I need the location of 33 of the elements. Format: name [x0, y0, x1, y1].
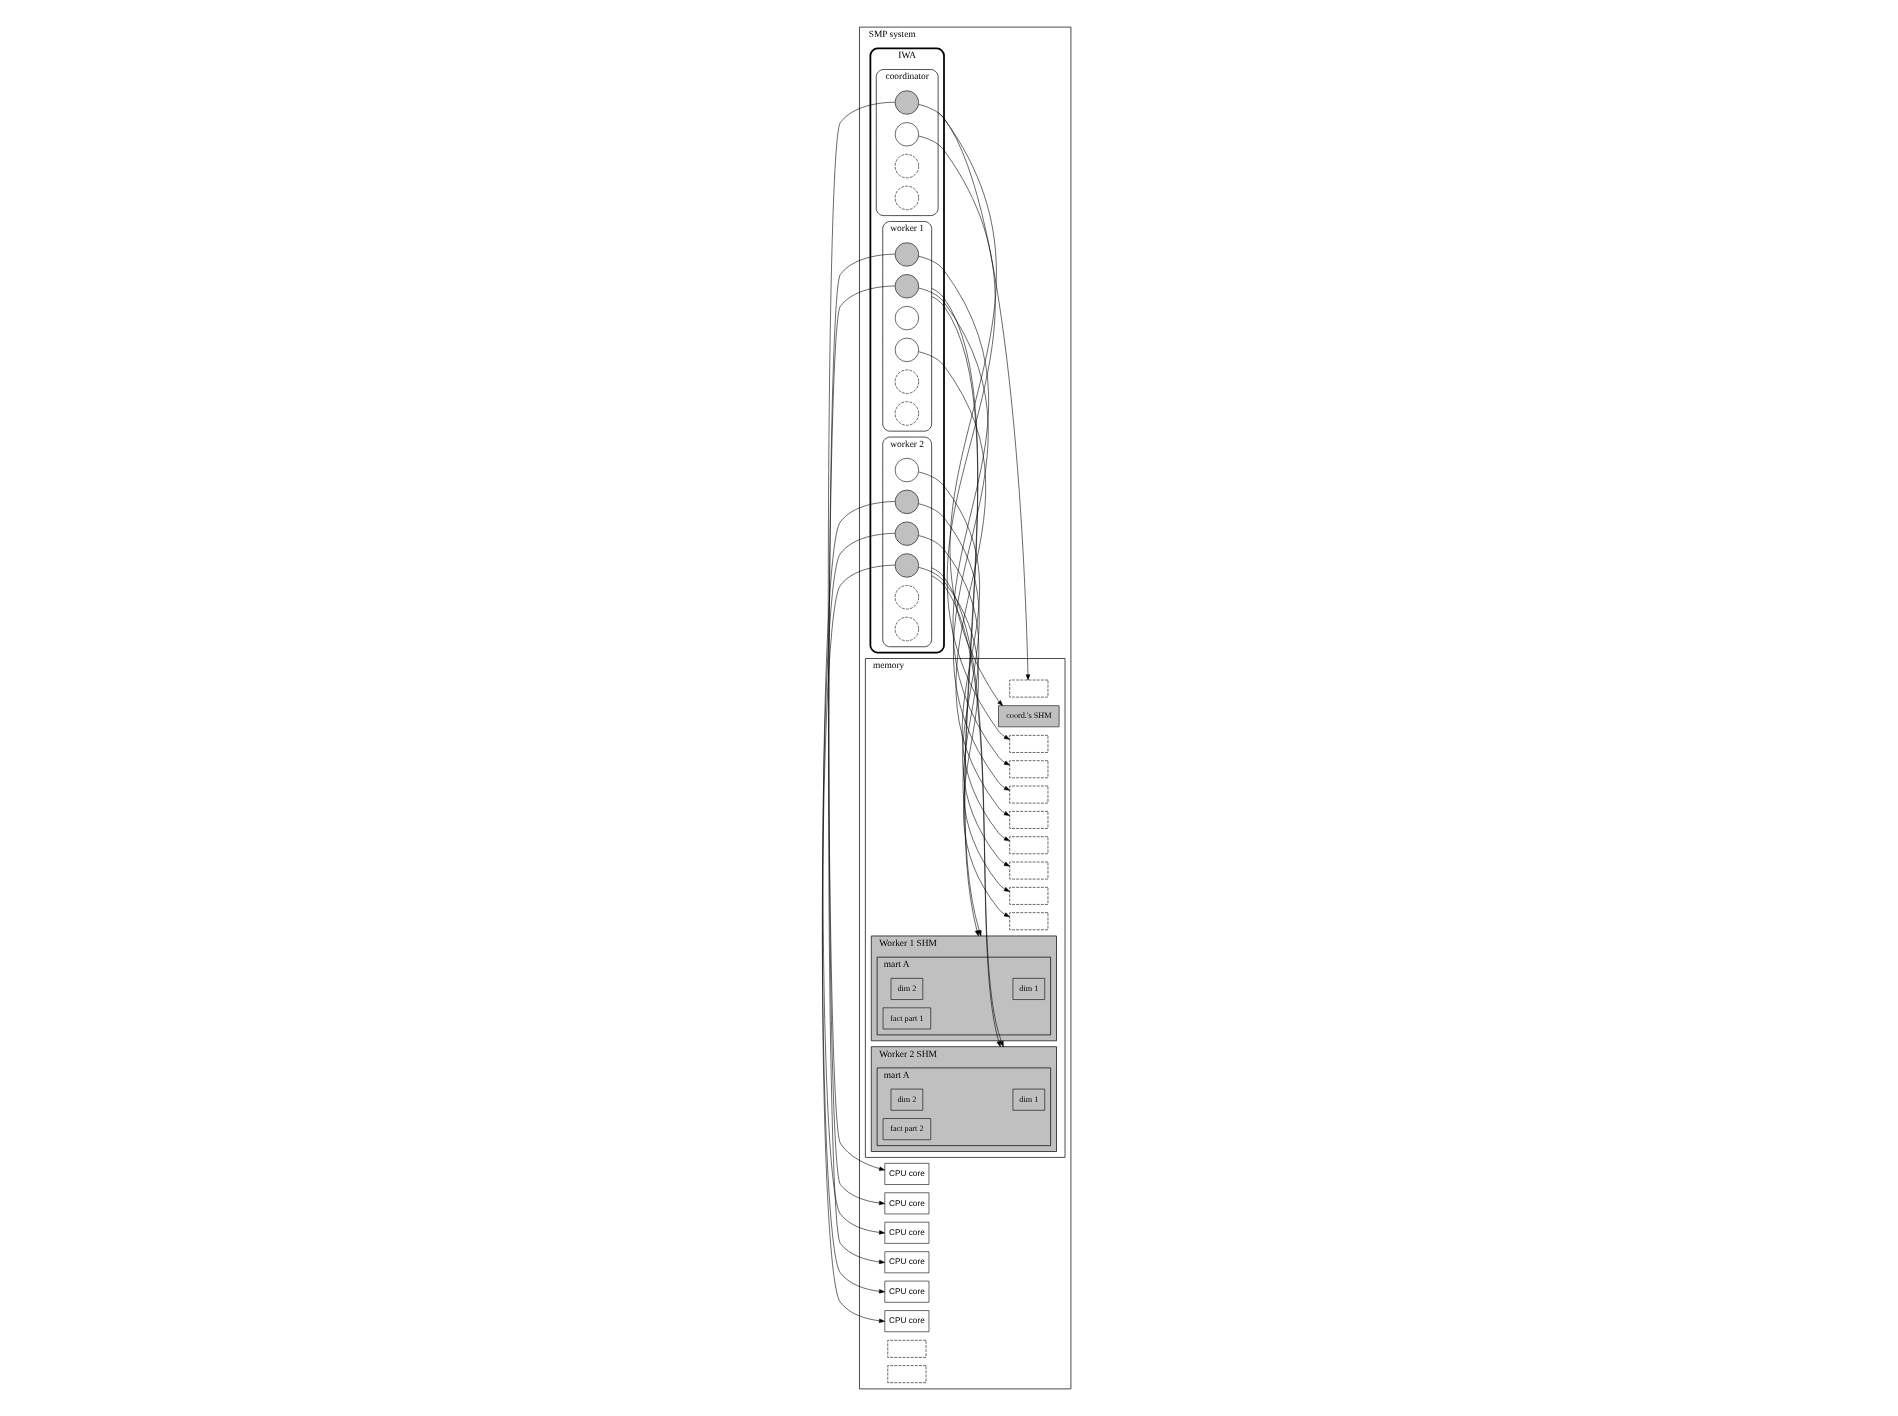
node-circle	[894, 274, 919, 299]
node-box	[1009, 836, 1049, 855]
node-box	[887, 1340, 927, 1358]
node-circle	[894, 242, 919, 267]
arrow	[937, 112, 1003, 706]
arrow	[827, 101, 896, 1171]
node-box	[1009, 735, 1049, 753]
node-circle	[894, 369, 919, 394]
node-circle	[894, 585, 919, 610]
node-circle	[894, 617, 919, 642]
node-box	[887, 1365, 927, 1383]
node-circle	[894, 90, 919, 115]
node-box	[1009, 861, 1049, 880]
node-circle	[894, 401, 919, 426]
node-box	[1009, 760, 1049, 779]
node-box	[1009, 912, 1049, 931]
node-circle	[894, 306, 919, 331]
node-box	[1009, 679, 1049, 698]
node-circle	[894, 553, 919, 578]
node-circle	[894, 154, 919, 179]
arrow	[918, 567, 1010, 918]
node-circle	[894, 122, 919, 147]
node-circle	[894, 185, 919, 210]
node-circle	[894, 337, 919, 362]
node-box	[1009, 811, 1049, 829]
node-circle	[894, 457, 919, 483]
node-box	[1009, 887, 1049, 905]
arrow	[918, 135, 1010, 740]
node-circle	[894, 521, 919, 546]
arrow	[918, 351, 1010, 816]
node-circle	[894, 489, 919, 514]
arrow	[918, 104, 1031, 681]
node-box	[1009, 785, 1049, 804]
